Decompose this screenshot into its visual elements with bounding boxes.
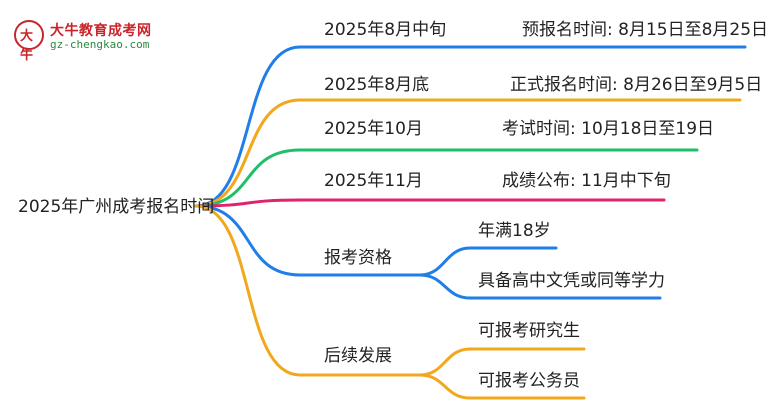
branch-4-detail: 成绩公布: 11月中下旬 xyxy=(502,171,671,191)
site-logo[interactable]: 大牛 大牛教育成考网 gz-chengkao.com xyxy=(14,18,164,63)
logo-url: gz-chengkao.com xyxy=(50,38,150,51)
branch-6-child-2: 可报考公务员 xyxy=(478,371,580,391)
root-node-label: 2025年广州成考报名时间 xyxy=(18,197,215,217)
branch-3-detail: 考试时间: 10月18日至19日 xyxy=(502,119,715,139)
branch-2-connector xyxy=(194,98,742,208)
logo-emblem: 大牛 xyxy=(14,20,44,63)
branch-5-child-2: 具备高中文凭或同等学力 xyxy=(478,271,665,291)
branch-5-child-2-connector xyxy=(418,273,662,300)
branch-3-connector xyxy=(194,148,699,208)
branch-2-label: 2025年8月底 xyxy=(324,75,430,95)
branch-1-detail: 预报名时间: 8月15日至8月25日 xyxy=(522,20,768,40)
mind-map-connectors xyxy=(194,45,747,400)
mind-map: 大牛 大牛教育成考网 gz-chengkao.com 2025年广州成考报名时间… xyxy=(14,18,768,400)
branch-5-connector xyxy=(194,204,422,277)
branch-4-label: 2025年11月 xyxy=(324,171,423,191)
logo-title: 大牛教育成考网 xyxy=(50,23,152,39)
branch-6-label: 后续发展 xyxy=(324,346,392,366)
branch-2-detail: 正式报名时间: 8月26日至9月5日 xyxy=(510,75,763,95)
branch-4-connector xyxy=(194,198,666,208)
branch-3-label: 2025年10月 xyxy=(324,119,423,139)
branch-6-child-1-connector xyxy=(418,347,586,377)
branch-5-child-1: 年满18岁 xyxy=(478,221,551,241)
branch-5-label: 报考资格 xyxy=(324,248,392,268)
branch-6-child-2-connector xyxy=(418,373,586,400)
branch-6-connector xyxy=(194,204,422,377)
branch-1-label: 2025年8月中旬 xyxy=(324,20,447,40)
branch-6-child-1: 可报考研究生 xyxy=(478,321,580,341)
branch-5-child-1-connector xyxy=(418,246,558,277)
logo-mark-text: 大牛 xyxy=(20,29,34,63)
branch-1-connector xyxy=(194,45,747,208)
